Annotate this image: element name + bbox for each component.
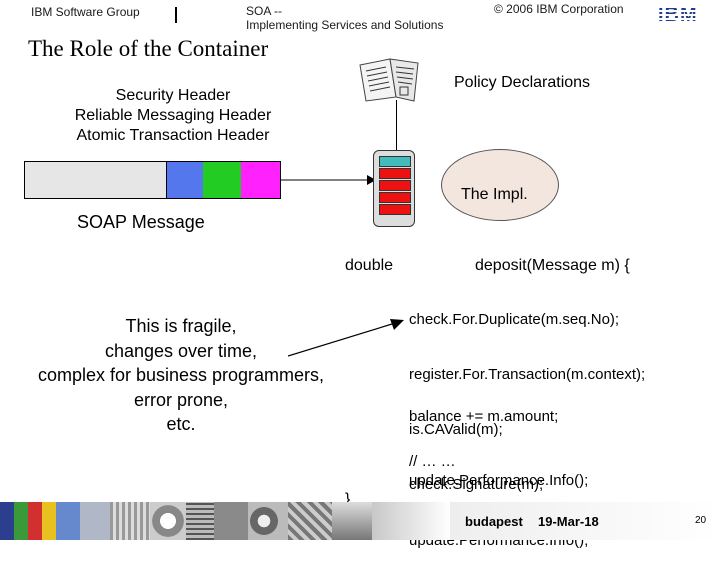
code-line: check.For.Duplicate(m.seq.No); bbox=[409, 310, 620, 328]
footer-tile bbox=[28, 502, 42, 540]
header-list: Security Header Reliable Messaging Heade… bbox=[62, 86, 284, 146]
group-name: IBM Software Group bbox=[31, 5, 140, 19]
footer-tile bbox=[372, 502, 450, 540]
code-comment: // … … bbox=[409, 453, 456, 470]
footer-location: budapest bbox=[465, 514, 523, 529]
slide-title: The Role of the Container bbox=[28, 36, 269, 61]
footer-tile bbox=[214, 502, 248, 540]
container-slot-teal bbox=[379, 156, 411, 167]
container-stack bbox=[373, 150, 415, 227]
fragile-line: etc. bbox=[166, 414, 196, 434]
ibm-logo: IBM bbox=[658, 4, 698, 26]
security-header-label: Security Header bbox=[115, 87, 231, 104]
footer-tile bbox=[332, 502, 372, 540]
code-return-type: double bbox=[345, 257, 394, 274]
atomic-transaction-header-block bbox=[241, 162, 280, 198]
fragile-note: This is fragile, changes over time, comp… bbox=[0, 314, 362, 437]
footer-tile bbox=[0, 502, 14, 540]
code-line: is.CAValid(m); bbox=[409, 421, 503, 439]
fragile-line: complex for business programmers, bbox=[37, 365, 325, 385]
footer-tile bbox=[186, 502, 214, 540]
page-number: 20 bbox=[695, 515, 707, 526]
footer-tile bbox=[42, 502, 56, 540]
soap-message-bar bbox=[24, 161, 281, 199]
presentation-title-line1: SOA -- bbox=[246, 4, 283, 18]
code-balance: balance += m.amount; bbox=[409, 408, 559, 425]
code-last-line: update.Performance.Info(); bbox=[409, 472, 589, 489]
fragile-line: changes over time, bbox=[104, 340, 258, 361]
fragile-line: error prone, bbox=[133, 389, 229, 410]
header-divider bbox=[175, 7, 177, 23]
container-slot-red-3 bbox=[379, 192, 411, 203]
footer-date: 19-Mar-18 bbox=[538, 514, 599, 529]
atomic-transaction-header-label: Atomic Transaction Header bbox=[76, 127, 270, 144]
code-close-brace: } bbox=[345, 491, 351, 508]
policy-declarations-label: Policy Declarations bbox=[454, 74, 591, 91]
copyright: © 2006 IBM Corporation bbox=[494, 2, 624, 16]
footer-tile bbox=[150, 502, 186, 540]
soap-to-container-arrow bbox=[281, 175, 376, 185]
code-line: register.For.Transaction(m.context); bbox=[409, 366, 646, 384]
note-to-code-arrow bbox=[288, 319, 404, 357]
footer-tile bbox=[14, 502, 28, 540]
presentation-title: SOA -- Implementing Services and Solutio… bbox=[246, 4, 443, 32]
impl-label: The Impl. bbox=[461, 186, 528, 203]
soap-message-label: SOAP Message bbox=[77, 212, 205, 232]
policy-connector bbox=[396, 100, 397, 150]
footer-tile bbox=[288, 502, 332, 540]
footer-band bbox=[450, 502, 720, 540]
container-slot-red-1 bbox=[379, 168, 411, 179]
container-slot-red-4 bbox=[379, 204, 411, 215]
reliable-messaging-header-block bbox=[203, 162, 241, 198]
footer-tile bbox=[110, 502, 150, 540]
reliable-messaging-header-label: Reliable Messaging Header bbox=[74, 107, 272, 124]
presentation-title-line2: Implementing Services and Solutions bbox=[246, 18, 444, 32]
security-header-block bbox=[166, 162, 204, 198]
footer-tile bbox=[80, 502, 110, 540]
container-slot-red-2 bbox=[379, 180, 411, 191]
code-line: check.Signature(m); bbox=[409, 476, 544, 494]
impl-bubble bbox=[441, 149, 559, 221]
footer-image-strip bbox=[0, 502, 450, 540]
code-signature: deposit(Message m) { bbox=[475, 257, 630, 274]
footer-tile bbox=[248, 502, 288, 540]
fragile-line: This is fragile, bbox=[125, 316, 237, 336]
policy-document-icon bbox=[359, 58, 419, 102]
footer-tile bbox=[56, 502, 80, 540]
